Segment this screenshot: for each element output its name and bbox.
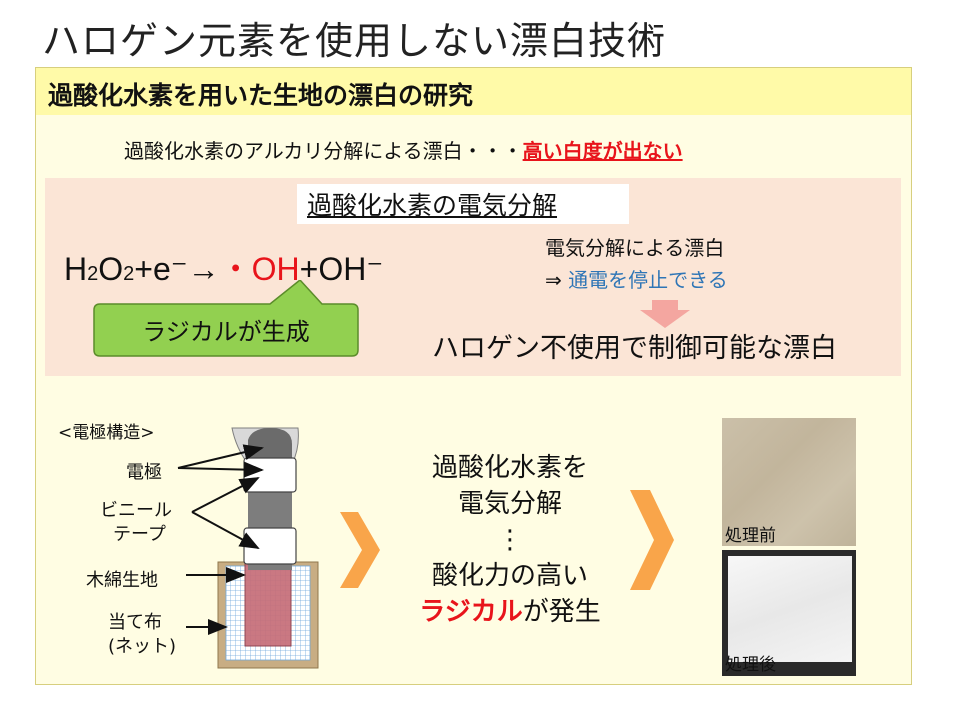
process-line3: ⋮ [497, 525, 523, 555]
label-before: 処理前 [725, 526, 776, 546]
process-line4: 酸化力の高い [431, 561, 588, 591]
vinyl-tape-band-2 [243, 527, 297, 565]
photo-after-cloth [728, 556, 852, 662]
process-arrow-2 [630, 490, 674, 590]
label-after: 処理後 [725, 655, 776, 675]
electrode-caption: <電極構造> [58, 423, 155, 443]
photo-before-treatment [722, 418, 856, 546]
label-electrode: 電極 [126, 462, 162, 483]
cotton-fabric [244, 561, 292, 647]
label-backing-2: (ネット) [108, 636, 177, 657]
process-line2: 電気分解 [457, 489, 562, 519]
eq-o: O [98, 251, 124, 287]
electrolysis-desc-line1: 電気分解による漂白 [545, 236, 725, 260]
electrolysis-title: 過酸化水素の電気分解 [307, 191, 558, 220]
pointer-tape-2 [191, 511, 260, 549]
label-cotton: 木綿生地 [86, 570, 158, 591]
label-vinyl-1: ビニール [100, 500, 172, 521]
process-line1: 過酸化水素を [431, 453, 588, 483]
pointer-electrode-2 [177, 461, 264, 478]
panel-header [36, 68, 911, 115]
eq-h: H [64, 251, 88, 287]
radical-callout: ラジカルが生成 [93, 280, 359, 357]
callout-text: ラジカルが生成 [142, 318, 310, 346]
vinyl-tape-band-1 [243, 457, 297, 493]
eq-hydroxide: +OH⁻ [299, 251, 384, 287]
down-arrow-icon [640, 300, 690, 328]
eq-sub-2: 2 [123, 263, 135, 285]
eq-radical: ・OH [219, 251, 300, 287]
electrolysis-conclusion: ハロゲン不使用で制御可能な漂白 [432, 333, 837, 364]
electrolysis-title-box [297, 184, 629, 224]
process-line5-rest: が発生 [522, 597, 601, 627]
intro-text: 過酸化水素のアルカリ分解による漂白・・・ [124, 139, 523, 163]
label-vinyl-2: テープ [113, 524, 166, 545]
process-arrow-1 [340, 512, 380, 588]
label-backing-1: 当て布 [108, 612, 162, 633]
intro-line: 過酸化水素のアルカリ分解による漂白・・・高い白度が出ない [124, 135, 683, 164]
intro-highlight: 高い白度が出ない [522, 139, 683, 163]
eq-electron: +e⁻→ [134, 251, 220, 287]
electrolysis-desc-line2: ⇒ 通電を停止できる [545, 264, 728, 293]
process-text: 過酸化水素を 電気分解 ⋮ 酸化力の高い ラジカルが発生 [380, 450, 640, 630]
reaction-equation: H2O2+e⁻→・OH+OH⁻ [64, 244, 383, 290]
process-line5: ラジカルが発生 [380, 594, 640, 630]
pointer-electrode-1 [177, 444, 264, 469]
desc-highlight: 通電を停止できる [568, 268, 728, 292]
slide-title: ハロゲン元素を使用しない漂白技術 [42, 19, 667, 63]
eq-sub-1: 2 [87, 263, 99, 285]
pointer-tape-1 [191, 477, 260, 513]
panel-header-text: 過酸化水素を用いた生地の漂白の研究 [48, 81, 474, 110]
callout-bubble-shape [93, 280, 359, 357]
process-radical: ラジカル [419, 597, 523, 627]
desc-arrow-prefix: ⇒ [545, 268, 569, 292]
